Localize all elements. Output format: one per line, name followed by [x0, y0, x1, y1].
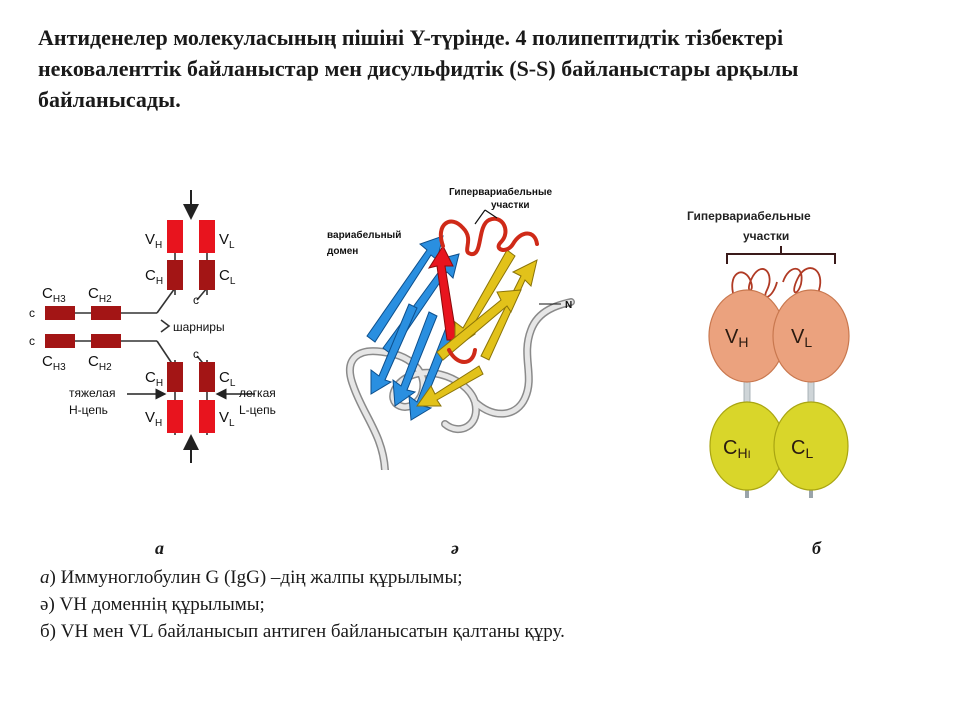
label-cl-c: CL — [791, 437, 813, 461]
ch-domain-bottom — [167, 362, 183, 392]
label-ch3-top: CH3 — [42, 285, 66, 305]
blue-strand-3 — [370, 303, 418, 395]
figure-b-vh-domain-ribbon: Гипервариабельные участки вариабельный д… — [327, 186, 575, 470]
caption-c: б) VH мен VL байланысып антиген байланыс… — [40, 621, 565, 642]
figure-captions: а) Иммуноглобулин G (IgG) –дің жалпы құр… — [40, 564, 565, 645]
label-hypervariable-c-2: участки — [743, 229, 789, 243]
c-mark-light-bottom: c — [193, 347, 199, 361]
label-light-chain-2: L-цепь — [239, 403, 276, 417]
label-ch2-top: CH2 — [88, 285, 112, 305]
panel-letter-a: а — [155, 538, 164, 558]
title-line-2: нековаленттік байланыстар мен дисульфидт… — [38, 56, 799, 81]
caption-a: а) Иммуноглобулин G (IgG) –дің жалпы құр… — [40, 567, 463, 588]
cl-domain-top — [199, 260, 215, 290]
title-line-3: байланысады. — [38, 87, 181, 112]
label-variable-domain-1: вариабельный — [327, 229, 401, 241]
label-heavy-chain-1: тяжелая — [69, 386, 115, 400]
yellow-strand-2 — [480, 259, 538, 361]
figure-a-igg-schematic: VH VL CH CL CH CL VH VL CH3 CH2 CH3 CH2 … — [29, 190, 276, 463]
label-vl-c: VL — [791, 326, 812, 350]
yellow-strand-4 — [416, 365, 484, 407]
label-ch-bottom: CH — [145, 369, 163, 389]
panel-letter-b: ә — [451, 538, 459, 558]
label-cl-top: CL — [219, 267, 236, 287]
panel-letters: а ә б — [0, 538, 960, 562]
cl-domain — [773, 401, 849, 491]
ch2-domain-bottom — [91, 334, 121, 348]
label-ch2-bottom: CH2 — [88, 353, 112, 373]
c-mark-light-top: c — [193, 293, 199, 307]
vh-domain-bottom — [167, 400, 183, 433]
yellow-strand-3 — [436, 289, 522, 361]
label-heavy-chain-2: Н-цепь — [69, 403, 108, 417]
label-light-chain-1: легкая — [239, 386, 276, 400]
label-variable-domain-2: домен — [327, 246, 358, 257]
red-cdr-loops — [439, 216, 539, 256]
ch-domain-top — [167, 260, 183, 290]
caption-b: ә) VH доменнің құрылымы; — [40, 594, 265, 615]
label-vl-bottom: VL — [219, 409, 235, 429]
label-vh-bottom: VH — [145, 409, 162, 429]
vl-domain-top — [199, 220, 215, 253]
ch3-domain-bottom — [45, 334, 75, 348]
label-vl-top: VL — [219, 231, 235, 251]
slide-title: Антиденелер молекуласының пішіні Y-түрін… — [38, 22, 928, 115]
red-cdr-loop-small — [447, 348, 477, 364]
title-line-1: Антиденелер молекуласының пішіні Y-түрін… — [38, 25, 784, 50]
label-ch-top: CH — [145, 267, 163, 287]
hypervariable-bracket — [726, 246, 836, 264]
blue-strand-4 — [392, 311, 438, 407]
label-n-terminus: N — [565, 300, 572, 311]
ch2-domain-top — [91, 306, 121, 320]
label-vh-c: VH — [725, 326, 748, 350]
panel-letter-c: б — [812, 538, 821, 558]
figure-c-vh-vl-domains: Гипервариабельные участки VH VL CHI CL — [687, 209, 850, 498]
label-hypervariable-c-1: Гипервариабельные — [687, 209, 811, 223]
c-mark-fc-bottom: c — [29, 334, 35, 348]
label-ch3-bottom: CH3 — [42, 353, 66, 373]
label-cl-bottom: CL — [219, 369, 236, 389]
blue-strand-1 — [366, 235, 444, 343]
label-ch1-c: CHI — [723, 437, 751, 461]
ch3-domain-top — [45, 306, 75, 320]
vl-domain-bottom — [199, 400, 215, 433]
label-hypervariable-1: Гипервариабельные — [449, 186, 552, 198]
c-mark-fc-top: c — [29, 306, 35, 320]
label-hinge: шарниры — [173, 320, 225, 334]
vh-domain-top — [167, 220, 183, 253]
cl-domain-bottom — [199, 362, 215, 392]
label-hypervariable-2: участки — [491, 200, 530, 211]
vl-domain — [772, 289, 850, 383]
label-vh-top: VH — [145, 231, 162, 251]
hypervariable-pointer — [474, 209, 498, 225]
